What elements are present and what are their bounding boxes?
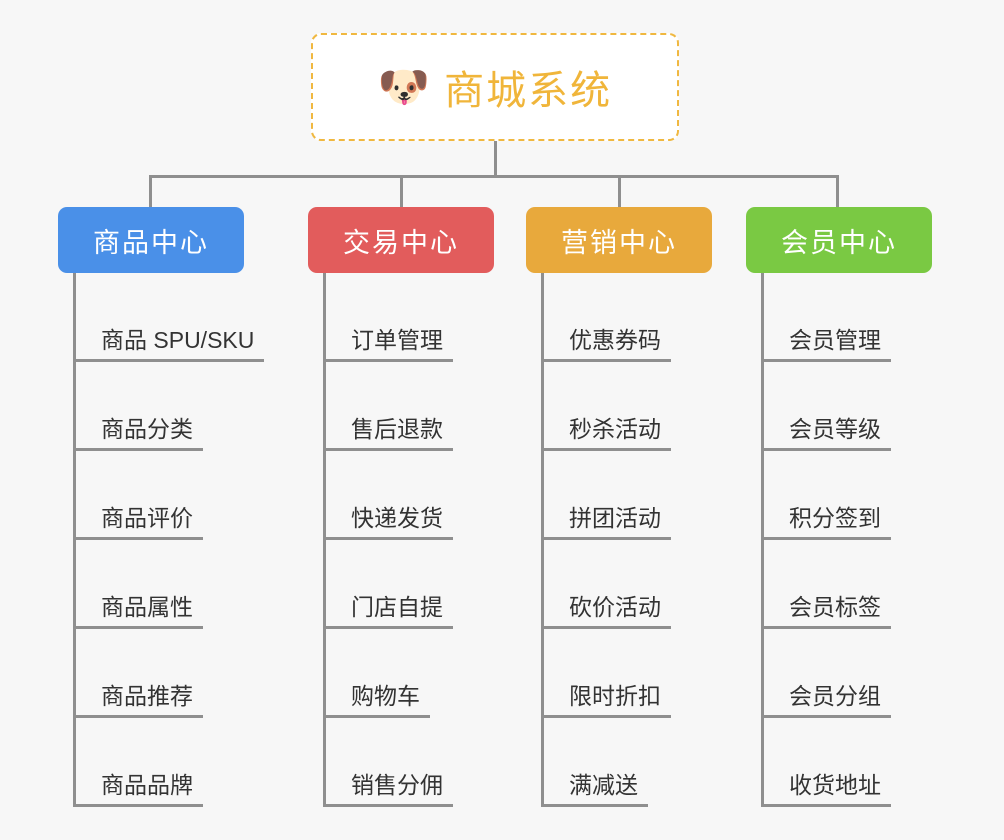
- leaf-spine-2: [323, 273, 326, 807]
- leaf-item[interactable]: 砍价活动: [541, 540, 671, 629]
- leaf-label: 砍价活动: [541, 594, 671, 629]
- leaf-item[interactable]: 快递发货: [323, 451, 453, 540]
- leaf-item[interactable]: 收货地址: [761, 718, 891, 807]
- leaf-item[interactable]: 会员管理: [761, 273, 891, 362]
- leaf-label: 购物车: [323, 683, 430, 718]
- branch-box-3[interactable]: 营销中心: [526, 207, 712, 273]
- leaf-spine-1: [73, 273, 76, 807]
- leaf-item[interactable]: 商品品牌: [73, 718, 203, 807]
- leaf-item[interactable]: 秒杀活动: [541, 362, 671, 451]
- branch-box-2[interactable]: 交易中心: [308, 207, 494, 273]
- root-title: 商城系统: [444, 69, 613, 113]
- leaf-label: 商品推荐: [73, 683, 203, 718]
- leaf-label: 商品品牌: [73, 772, 203, 807]
- dog-face-icon: 🐶: [377, 63, 431, 110]
- leaf-label: 快递发货: [323, 505, 453, 540]
- leaf-item[interactable]: 售后退款: [323, 362, 453, 451]
- leaf-label: 订单管理: [323, 327, 453, 362]
- leaf-label: 限时折扣: [541, 683, 671, 718]
- leaf-item[interactable]: 商品推荐: [73, 629, 203, 718]
- leaf-label: 售后退款: [323, 416, 453, 451]
- root-node[interactable]: 🐶 商城系统: [311, 33, 679, 141]
- leaf-item[interactable]: 商品 SPU/SKU: [73, 273, 265, 362]
- connector-drop-1: [149, 175, 152, 209]
- branch-label-4: 会员中心: [781, 227, 897, 258]
- branch-label-2: 交易中心: [343, 227, 459, 258]
- leaf-label: 优惠券码: [541, 327, 671, 362]
- leaf-item[interactable]: 会员标签: [761, 540, 891, 629]
- leaf-label: 门店自提: [323, 594, 453, 629]
- leaf-item[interactable]: 商品评价: [73, 451, 203, 540]
- leaf-label: 商品属性: [73, 594, 203, 629]
- leaf-spine-3: [541, 273, 544, 807]
- leaf-item[interactable]: 优惠券码: [541, 273, 671, 362]
- leaf-item[interactable]: 积分签到: [761, 451, 891, 540]
- leaf-label: 秒杀活动: [541, 416, 671, 451]
- leaf-label: 销售分佣: [323, 772, 453, 807]
- leaf-item[interactable]: 满减送: [541, 718, 648, 807]
- leaf-item[interactable]: 订单管理: [323, 273, 453, 362]
- connector-drop-2: [400, 175, 403, 209]
- leaf-item[interactable]: 会员分组: [761, 629, 891, 718]
- connector-drop-3: [618, 175, 621, 209]
- leaf-label: 会员管理: [761, 327, 891, 362]
- leaf-label: 会员分组: [761, 683, 891, 718]
- leaf-spine-4: [761, 273, 764, 807]
- leaf-item[interactable]: 商品属性: [73, 540, 203, 629]
- leaf-label: 商品评价: [73, 505, 203, 540]
- branch-box-1[interactable]: 商品中心: [58, 207, 244, 273]
- leaf-item[interactable]: 销售分佣: [323, 718, 453, 807]
- leaf-item[interactable]: 商品分类: [73, 362, 203, 451]
- leaf-item[interactable]: 购物车: [323, 629, 430, 718]
- leaf-label: 会员标签: [761, 594, 891, 629]
- leaf-item[interactable]: 会员等级: [761, 362, 891, 451]
- leaf-label: 积分签到: [761, 505, 891, 540]
- leaf-label: 满减送: [541, 772, 648, 807]
- leaf-label: 会员等级: [761, 416, 891, 451]
- leaf-item[interactable]: 拼团活动: [541, 451, 671, 540]
- branch-box-4[interactable]: 会员中心: [746, 207, 932, 273]
- leaf-item[interactable]: 限时折扣: [541, 629, 671, 718]
- leaf-label: 商品 SPU/SKU: [73, 327, 265, 362]
- leaf-label: 拼团活动: [541, 505, 671, 540]
- branch-label-3: 营销中心: [561, 227, 677, 258]
- connector-drop-4: [836, 175, 839, 209]
- leaf-label: 商品分类: [73, 416, 203, 451]
- leaf-label: 收货地址: [761, 772, 891, 807]
- leaf-item[interactable]: 门店自提: [323, 540, 453, 629]
- connector-root-stem: [494, 141, 497, 178]
- branch-label-1: 商品中心: [93, 227, 209, 258]
- connector-bus: [149, 175, 839, 178]
